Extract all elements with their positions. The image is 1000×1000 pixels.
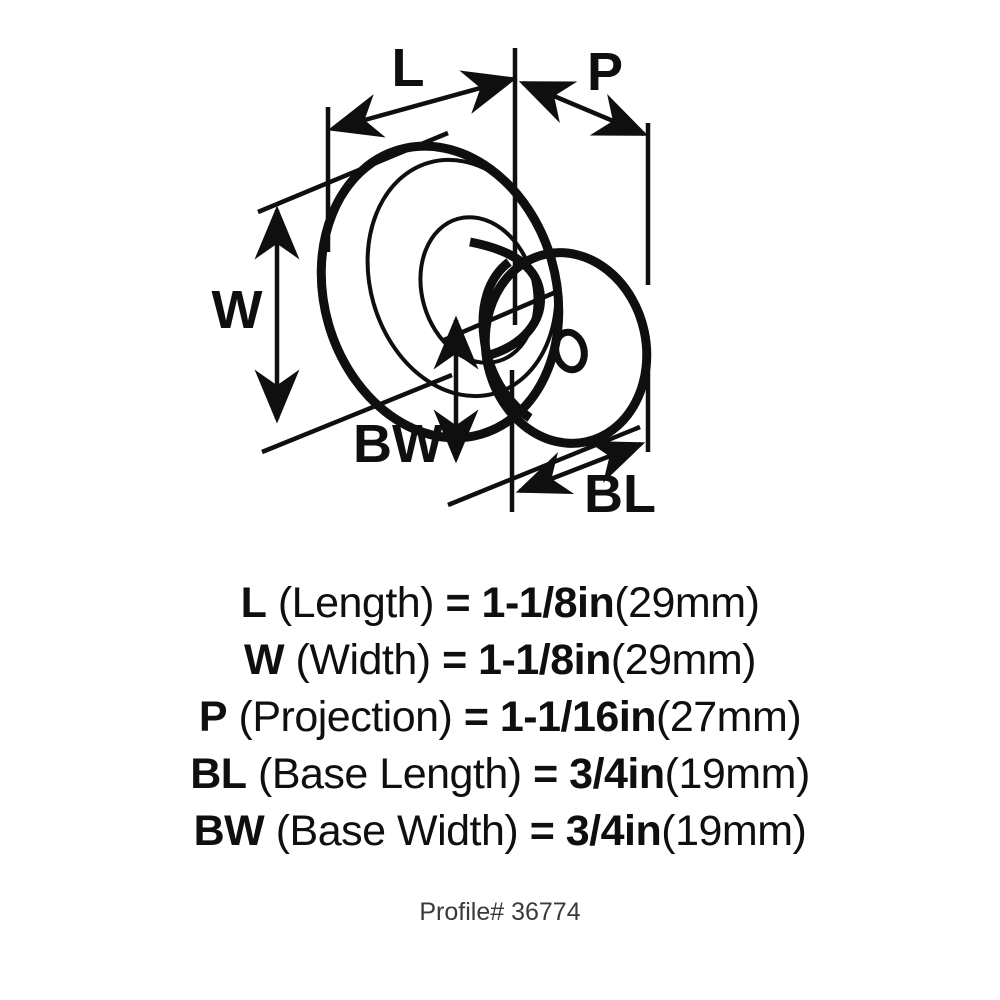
spec-name: (Width) <box>295 636 432 684</box>
rosette-dome-ring <box>418 215 538 365</box>
dimension-arrow-bl <box>515 440 646 495</box>
dimension-arrow-l <box>327 70 518 138</box>
spec-imperial: 1-1/8in <box>478 636 611 684</box>
spec-row-length: L (Length) = 1-1/8in(29mm) <box>0 575 1000 632</box>
spec-name: (Projection) <box>238 693 453 741</box>
profile-number: Profile# 36774 <box>419 898 581 926</box>
spec-symbol: L <box>240 579 267 627</box>
spec-row-projection: P (Projection) = 1-1/16in(27mm) <box>0 689 1000 746</box>
spec-imperial: 3/4in <box>569 750 665 798</box>
spec-metric: (19mm) <box>664 750 811 798</box>
spec-name: (Base Width) <box>275 807 519 855</box>
spec-symbol: BL <box>190 750 247 798</box>
spec-symbol: BW <box>193 807 265 855</box>
knob-illustration <box>316 141 652 448</box>
spec-row-base-length: BL (Base Length) = 3/4in(19mm) <box>0 746 1000 803</box>
spec-row-base-width: BW (Base Width) = 3/4in(19mm) <box>0 803 1000 860</box>
spec-equals: = <box>533 750 558 798</box>
spec-equals: = <box>463 693 489 741</box>
spec-metric: (29mm) <box>614 579 760 627</box>
spec-metric: (27mm) <box>656 693 802 741</box>
dimension-arrows <box>254 70 649 495</box>
spec-symbol: P <box>198 693 228 741</box>
spec-name: (Base Length) <box>258 750 522 798</box>
spec-imperial: 1-1/8in <box>481 579 615 627</box>
spec-name: (Length) <box>277 579 435 627</box>
spec-imperial: 3/4in <box>565 807 662 855</box>
dim-label-w: W <box>212 280 263 340</box>
spec-imperial: 1-1/16in <box>499 693 657 741</box>
spec-row-width: W (Width) = 1-1/8in(29mm) <box>0 632 1000 689</box>
product-drawing: L P W BW BL <box>212 38 656 524</box>
specification-list: L (Length) = 1-1/8in(29mm) W (Width) = 1… <box>0 575 1000 860</box>
dim-label-bw: BW <box>353 414 443 474</box>
spec-equals: = <box>442 636 467 684</box>
spec-symbol: W <box>244 636 285 684</box>
spec-metric: (19mm) <box>661 807 807 855</box>
knob-cap-hole <box>552 328 588 374</box>
knob-stem <box>469 237 545 361</box>
spec-metric: (29mm) <box>610 636 757 684</box>
witness-line-diag-lower <box>261 372 453 455</box>
spec-equals: = <box>529 807 555 855</box>
dimension-arrow-p <box>518 80 649 137</box>
dim-label-bl: BL <box>584 464 656 524</box>
dim-label-p: P <box>587 42 623 102</box>
dim-label-l: L <box>392 38 425 98</box>
spec-equals: = <box>445 579 471 627</box>
